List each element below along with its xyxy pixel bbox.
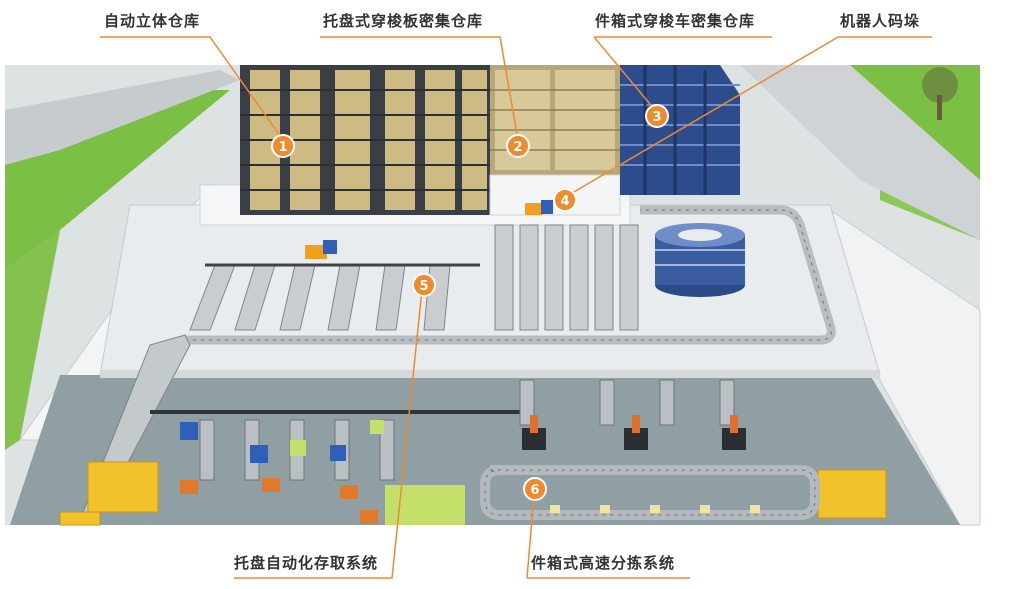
svg-text:4: 4: [560, 194, 569, 209]
leader-lines: [100, 36, 932, 579]
grass-left-lower: [5, 230, 60, 450]
marker-3: 3: [645, 104, 669, 128]
marker-6: 6: [523, 477, 547, 501]
svg-text:5: 5: [419, 279, 428, 294]
road-left: [5, 70, 240, 165]
agv-upper-1: [305, 245, 327, 259]
forklifts: [180, 478, 378, 524]
road-right: [740, 65, 980, 240]
sorting-bins: [550, 505, 760, 513]
svg-text:2: 2: [513, 140, 522, 155]
label-robot-palletizing: 机器人码垛: [840, 12, 921, 30]
svg-text:6: 6: [530, 483, 539, 498]
label-pallet-shuttle-warehouse: 托盘式穿梭板密集仓库: [323, 12, 484, 30]
robot-arms: [522, 415, 746, 450]
tree: [922, 67, 958, 103]
label-case-sorting: 件箱式高速分拣系统: [531, 554, 676, 572]
circular-rack: [655, 223, 745, 297]
rack-pallet-shuttle: [489, 65, 621, 216]
label-case-shuttle-warehouse: 件箱式穿梭车密集仓库: [595, 12, 756, 30]
marker-4: 4: [553, 188, 577, 212]
marker-1: 1: [271, 134, 295, 158]
upper-conveyors: [189, 224, 639, 331]
marker-2: 2: [506, 134, 530, 158]
agv-upper-4: [541, 200, 553, 214]
label-pallet-asrs: 托盘自动化存取系统: [234, 554, 379, 572]
tree-trunk: [937, 95, 942, 120]
yellow-pallet-stacks: [59, 461, 887, 526]
svg-text:3: 3: [652, 110, 661, 125]
svg-text:1: 1: [278, 140, 287, 155]
loop-conveyor-rollers: [185, 209, 832, 341]
sorting-loop-rollers: [484, 469, 816, 516]
lower-blue-bins: [180, 422, 346, 463]
marker-5: 5: [412, 273, 436, 297]
rack-automated: [240, 65, 490, 215]
label-automated-warehouse: 自动立体仓库: [104, 12, 201, 30]
agv-upper-2: [323, 240, 337, 254]
floor-edge: [100, 370, 880, 378]
agv-upper-3: [525, 203, 543, 215]
